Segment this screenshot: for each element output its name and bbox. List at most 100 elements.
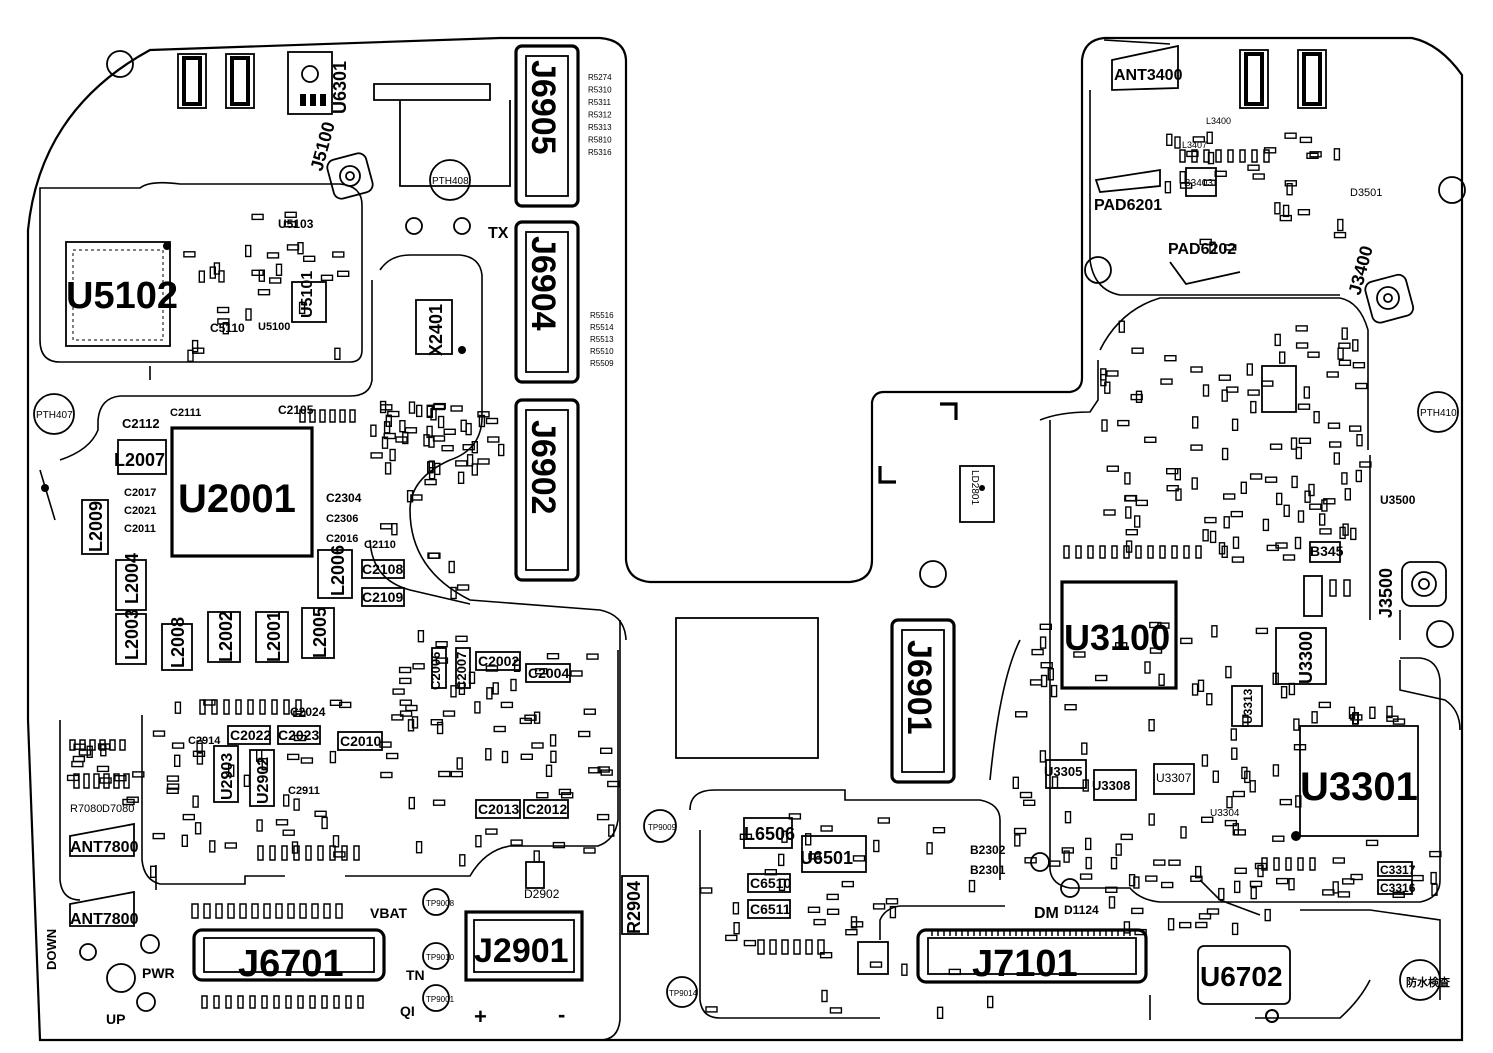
connector-j6905: J6905 — [514, 44, 580, 208]
svg-text:TP9008: TP9008 — [426, 899, 455, 908]
smt-pad — [438, 770, 451, 778]
svg-text:PAD6202: PAD6202 — [1168, 241, 1236, 258]
svg-text:C2914: C2914 — [188, 735, 221, 747]
svg-text:ANT7800: ANT7800 — [70, 839, 139, 856]
smt-pad — [1134, 928, 1147, 936]
smt-pad — [300, 757, 314, 764]
smt-pad — [705, 1006, 718, 1013]
smt-pad — [1290, 437, 1298, 450]
smt-pad — [872, 903, 886, 910]
smt-pad — [1190, 444, 1203, 451]
smt-pad — [399, 420, 406, 433]
smt-pad — [1309, 151, 1322, 158]
svg-text:U3307: U3307 — [1156, 771, 1192, 785]
smt-pad — [1226, 796, 1233, 809]
smt-pad — [805, 939, 813, 955]
smt-pad — [1190, 875, 1203, 882]
smt-pad — [407, 719, 415, 732]
smt-pad — [1117, 419, 1130, 427]
smt-pad — [1039, 623, 1053, 630]
smt-pad — [1144, 436, 1157, 443]
smt-pad — [427, 461, 434, 474]
smt-pad — [1135, 499, 1149, 507]
smt-pad — [1013, 827, 1027, 835]
smt-pad — [1328, 441, 1342, 448]
smt-pad — [732, 902, 740, 915]
resistor-label: R5312 — [588, 111, 612, 120]
smt-pad — [275, 819, 289, 826]
smt-pad — [1174, 136, 1181, 149]
smt-pad — [474, 701, 481, 714]
smt-pad — [435, 641, 448, 648]
svg-text:C2105: C2105 — [278, 403, 314, 417]
svg-text:J5100: J5100 — [307, 120, 339, 174]
smt-pad — [1297, 510, 1305, 523]
smt-pad — [329, 409, 336, 423]
svg-text:D3501: D3501 — [1350, 187, 1382, 199]
smt-pad — [1283, 504, 1290, 517]
pth407: PTH407 — [33, 393, 75, 435]
smt-pad — [203, 903, 211, 919]
smt-pad — [333, 851, 346, 858]
resistor-label: R5514 — [590, 323, 614, 332]
smt-pad — [1015, 711, 1028, 718]
smt-pad — [1318, 513, 1326, 526]
svg-text:C6511: C6511 — [750, 901, 791, 917]
smt-pad — [216, 306, 230, 314]
smt-pad — [1294, 536, 1302, 550]
chip-u3305: U3305 — [1044, 759, 1087, 789]
smt-pad — [152, 832, 165, 840]
smt-pad — [256, 819, 263, 832]
smt-pad — [450, 685, 457, 698]
smt-pad — [263, 903, 271, 919]
smt-pad — [1180, 637, 1193, 645]
svg-text:PTH410: PTH410 — [1420, 408, 1457, 419]
svg-text:B2302: B2302 — [970, 843, 1006, 857]
smt-pad — [936, 1006, 944, 1019]
smt-pad — [570, 670, 583, 677]
smt-pad — [194, 822, 202, 835]
chip-u6702: U6702 — [1197, 945, 1291, 1023]
smt-pad — [1240, 481, 1248, 494]
smt-pad — [1295, 342, 1309, 349]
smt-pad — [478, 414, 486, 428]
smt-pad — [1039, 636, 1047, 649]
resistor-label: R5810 — [588, 136, 612, 145]
svg-text:C2024: C2024 — [290, 705, 326, 719]
smt-pad — [462, 444, 475, 451]
label-j6701: J6701 — [238, 943, 344, 985]
smt-pad — [1209, 241, 1216, 255]
smt-pad — [1293, 744, 1307, 751]
smt-pad — [293, 798, 300, 811]
smt-pad — [126, 796, 139, 803]
smt-pad — [1251, 149, 1258, 163]
smt-pad — [417, 630, 425, 643]
smt-pad — [224, 842, 238, 849]
smt-pad — [1272, 764, 1280, 777]
smt-pad — [405, 704, 418, 712]
smt-pad — [1039, 750, 1047, 763]
smt-pad — [321, 816, 328, 830]
smt-pad — [1313, 411, 1320, 424]
smt-pad — [1180, 826, 1187, 839]
svg-text:U3308: U3308 — [1092, 778, 1130, 793]
resistor-label: R5516 — [590, 311, 614, 320]
svg-text:ANT7800: ANT7800 — [70, 911, 139, 928]
smt-pad — [1318, 701, 1332, 709]
smt-pad — [392, 688, 405, 695]
smt-pad — [275, 263, 283, 276]
smt-pad — [486, 687, 493, 700]
smt-pad — [332, 251, 345, 258]
smt-pad — [424, 478, 437, 486]
smt-pad — [261, 758, 268, 771]
smt-pad — [383, 421, 391, 434]
smt-pad — [485, 828, 498, 835]
smt-pad — [1100, 373, 1107, 387]
smt-pad — [1110, 857, 1118, 870]
smt-pad — [73, 773, 80, 789]
smt-pad — [826, 908, 840, 915]
smt-pad — [948, 968, 961, 976]
ant3400: ANT3400 — [1111, 44, 1183, 91]
smt-pad — [1051, 776, 1059, 789]
smt-pad — [869, 961, 883, 968]
